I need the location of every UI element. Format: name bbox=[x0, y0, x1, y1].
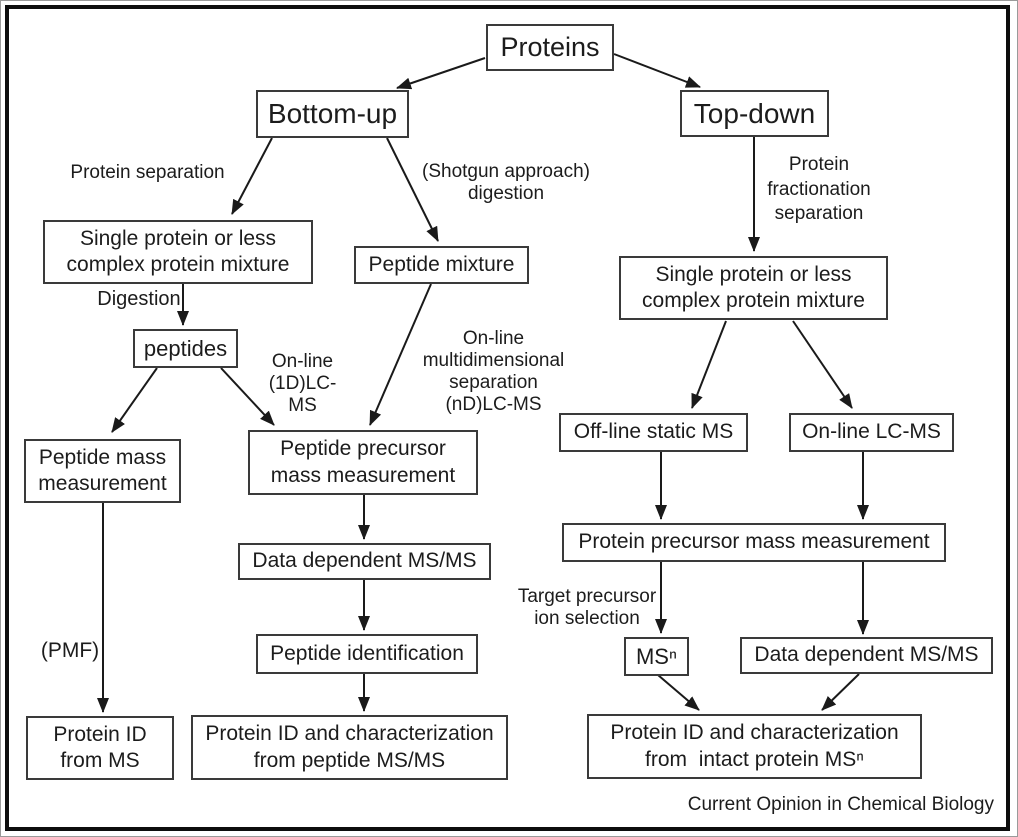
arrow-single-protein-right-to-offline-static-ms bbox=[691, 320, 727, 409]
arrow-peptide-mixture-to-peptide-precursor bbox=[369, 283, 432, 426]
node-bottom-up: Bottom-up bbox=[256, 90, 409, 138]
node-msn: MSⁿ bbox=[624, 637, 689, 676]
node-peptide-identification: Peptide identification bbox=[256, 634, 478, 674]
edge-label-protein-separation: Protein separation bbox=[70, 162, 225, 183]
edge-label-protein-fractionation: Protein fractionation separation bbox=[767, 154, 871, 225]
node-data-dependent-msms-right: Data dependent MS/MS bbox=[740, 637, 993, 674]
edge-label-pmf: (PMF) bbox=[40, 639, 100, 662]
arrow-bottom-up-to-single-protein-left bbox=[231, 137, 273, 215]
node-protein-id-from-ms: Protein ID from MS bbox=[26, 716, 174, 780]
node-peptide-precursor-mass-measurement: Peptide precursor mass measurement bbox=[248, 430, 478, 495]
arrow-proteins-to-bottom-up bbox=[396, 57, 486, 90]
edge-label-online-1d-lc-ms: On-line (1D)LC-MS bbox=[268, 351, 337, 417]
arrow-proteins-to-top-down bbox=[613, 53, 701, 88]
node-proteins: Proteins bbox=[486, 24, 614, 71]
node-protein-precursor-mass-measurement: Protein precursor mass measurement bbox=[562, 523, 946, 562]
edge-label-online-nd-lc-ms: On-line multidimensional separation (nD)… bbox=[422, 328, 565, 416]
arrow-data-dependent-right-to-protein-id-intact bbox=[821, 673, 860, 711]
edge-label-digestion: Digestion bbox=[97, 288, 181, 310]
node-peptide-mass-measurement: Peptide mass measurement bbox=[24, 439, 181, 503]
node-single-protein-right: Single protein or less complex protein m… bbox=[619, 256, 888, 320]
journal-credit: Current Opinion in Chemical Biology bbox=[687, 794, 994, 815]
node-protein-id-peptide-msms: Protein ID and characterization from pep… bbox=[191, 715, 508, 780]
arrow-peptides-to-peptide-precursor bbox=[220, 367, 275, 426]
node-peptides: peptides bbox=[133, 329, 238, 368]
node-top-down: Top-down bbox=[680, 90, 829, 137]
arrow-single-protein-right-to-online-lc-ms bbox=[792, 320, 853, 409]
arrow-peptides-to-peptide-mass bbox=[111, 367, 158, 433]
node-offline-static-ms: Off-line static MS bbox=[559, 413, 748, 452]
node-online-lc-ms: On-line LC-MS bbox=[789, 413, 954, 452]
node-single-protein-left: Single protein or less complex protein m… bbox=[43, 220, 313, 284]
arrow-bottom-up-to-peptide-mixture bbox=[386, 137, 439, 242]
arrow-msn-to-protein-id-intact bbox=[657, 674, 700, 711]
node-peptide-mixture: Peptide mixture bbox=[354, 246, 529, 284]
edge-label-target-precursor: Target precursor ion selection bbox=[517, 586, 657, 630]
edge-label-shotgun-digestion: (Shotgun approach) digestion bbox=[422, 161, 590, 205]
node-protein-id-intact-msn: Protein ID and characterization from int… bbox=[587, 714, 922, 779]
node-data-dependent-msms-mid: Data dependent MS/MS bbox=[238, 543, 491, 580]
